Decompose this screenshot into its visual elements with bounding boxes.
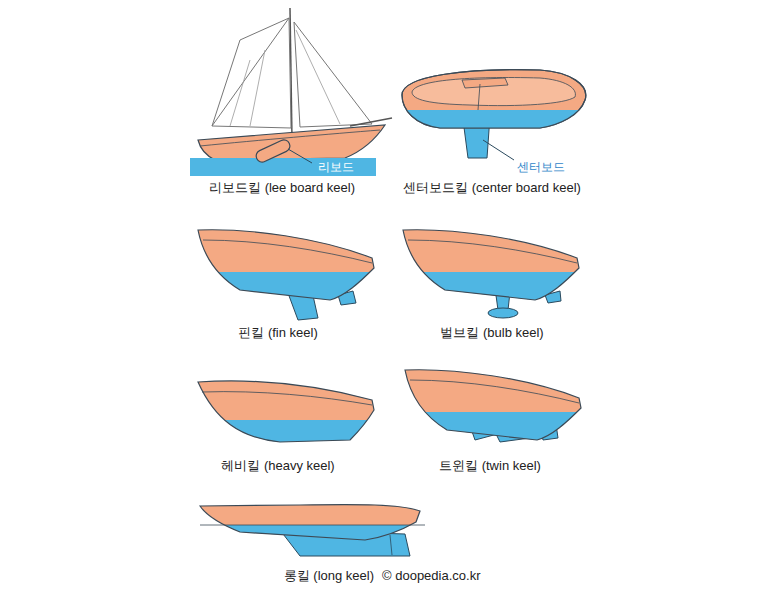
hull	[200, 505, 420, 540]
sheer-line	[408, 240, 577, 263]
twin-keel-boat	[405, 370, 581, 442]
heavy-keel-boat	[198, 381, 374, 442]
sheer-line	[410, 380, 579, 403]
underwater-hull	[405, 412, 581, 440]
lee-board	[254, 138, 292, 164]
deck	[412, 78, 575, 106]
hull-outline	[405, 370, 581, 440]
underwater-hull	[403, 272, 579, 300]
sheer-line	[203, 240, 372, 263]
main-sail	[212, 18, 291, 128]
bulb-keel-boat	[403, 230, 579, 318]
keel-caption: 헤비킬 (heavy keel)	[221, 458, 334, 474]
underwater-hull	[402, 110, 586, 128]
leader-line	[483, 140, 514, 160]
hull	[405, 370, 581, 440]
hull	[402, 70, 586, 128]
part-label: 리보드	[318, 160, 354, 174]
sail-seam	[296, 30, 340, 124]
copyright-note: © doopedia.co.kr	[382, 568, 480, 584]
underwater-hull	[200, 525, 420, 540]
center-board-boat	[402, 70, 586, 160]
hull-outline	[200, 505, 420, 540]
leader-line	[288, 149, 312, 163]
keel-caption: 리보드킬 (lee board keel)	[209, 180, 355, 196]
trunk-line	[478, 84, 480, 110]
long-keel-boat	[200, 505, 425, 556]
fin-keel-boat	[198, 230, 374, 320]
sheer-line	[202, 392, 372, 405]
hull	[198, 230, 374, 300]
underwater-hull	[198, 272, 374, 300]
sail-seam	[230, 50, 265, 126]
waterline	[200, 525, 425, 526]
hull	[198, 125, 385, 160]
hull-outline	[198, 230, 374, 300]
keel-caption: 벌브킬 (bulb keel)	[440, 325, 543, 341]
hull-outline	[402, 70, 586, 128]
part-label: 센터보드	[517, 160, 565, 174]
keel-caption: 핀킬 (fin keel)	[238, 325, 317, 341]
keel-caption: 롱킬 (long keel)	[284, 568, 374, 584]
jib-sail	[294, 22, 372, 127]
underwater-hull	[198, 420, 374, 442]
hull-outline	[403, 230, 579, 300]
hull	[403, 230, 579, 300]
keel-caption: 트윈킬 (twin keel)	[439, 458, 541, 474]
water-band	[190, 158, 376, 176]
hull-outline	[198, 381, 374, 442]
keel-caption: 센터보드킬 (center board keel)	[403, 180, 581, 196]
lee-board-boat	[190, 8, 392, 176]
rudder-line	[390, 535, 392, 555]
thwart	[462, 78, 508, 88]
keel-bulb	[488, 308, 518, 318]
gaff-line	[212, 18, 289, 126]
hull	[198, 381, 374, 442]
